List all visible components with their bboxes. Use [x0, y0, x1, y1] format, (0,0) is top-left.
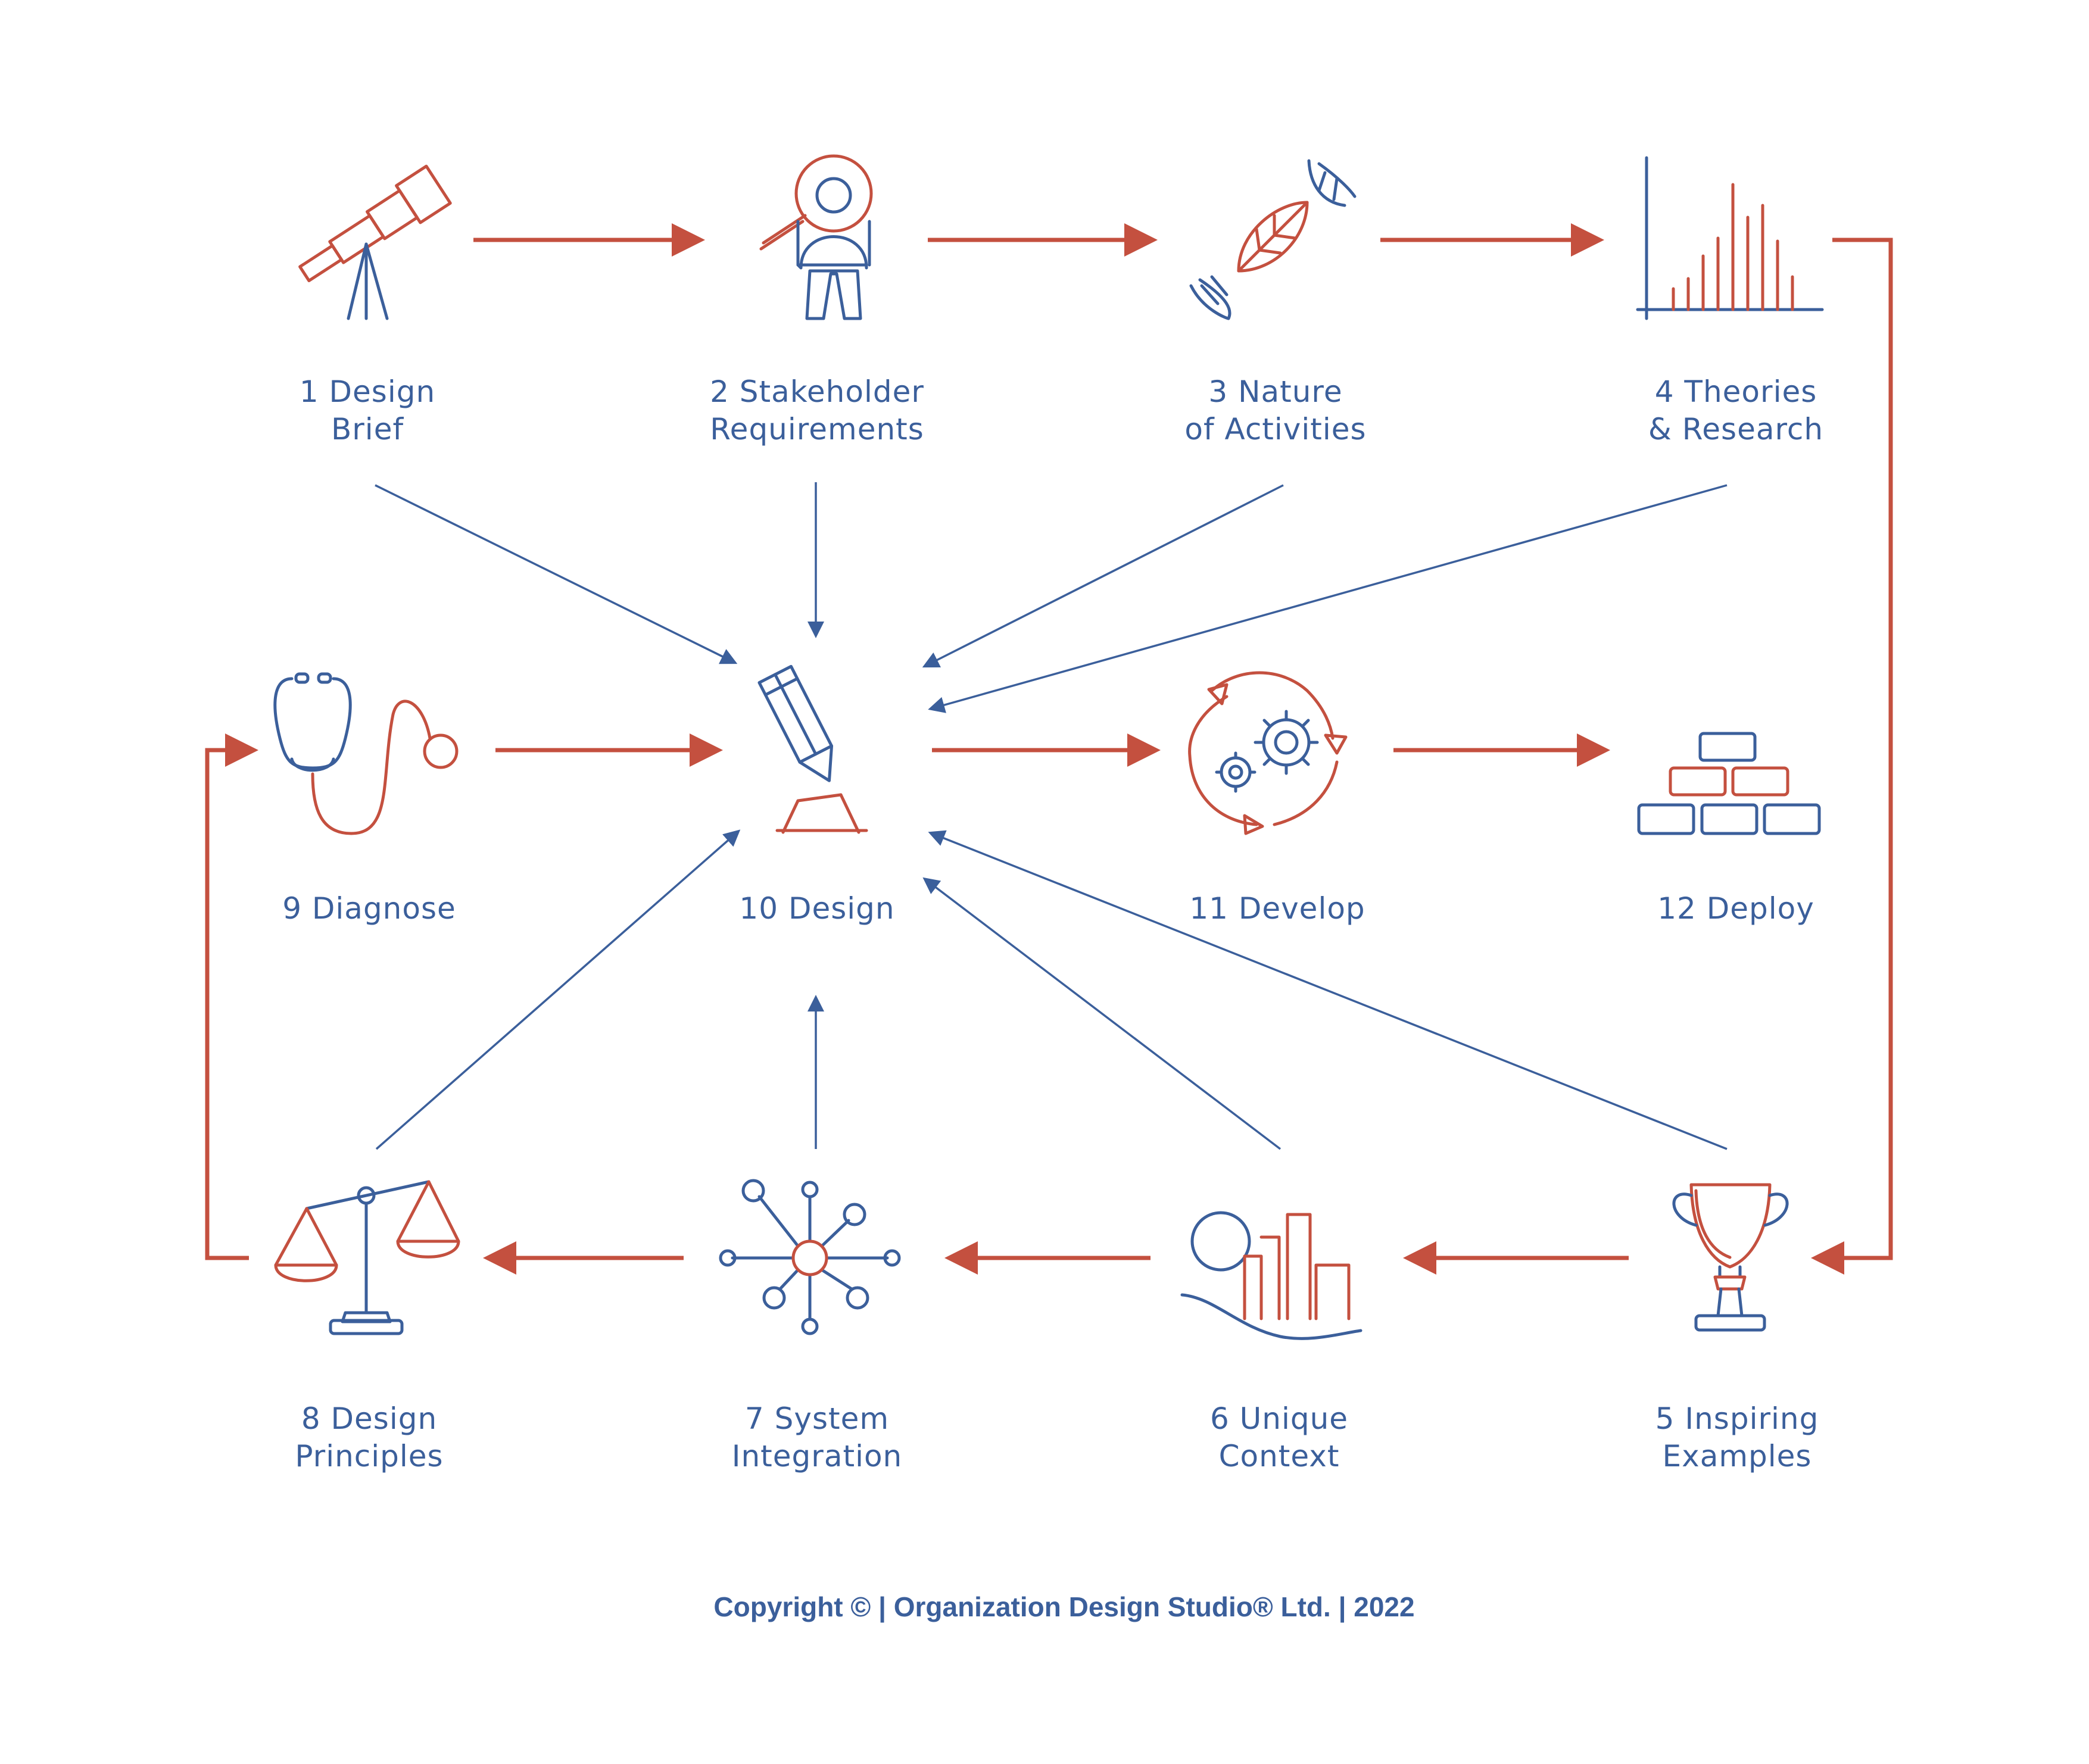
gears-cycle-icon: [1188, 671, 1348, 835]
balance-scale-icon: [274, 1180, 460, 1335]
input-arrow-6: [922, 877, 1282, 1150]
label-n3-line2: of Activities: [1184, 412, 1366, 447]
input-arrow-1: [375, 484, 738, 664]
input-arrow-4: [928, 484, 1728, 713]
label-n8-line2: Principles: [295, 1439, 443, 1473]
label-n7-line1: 7 System: [745, 1401, 889, 1436]
flow-arrow-4-5: [1811, 238, 1893, 1275]
input-arrows: [375, 482, 1728, 1150]
label-n11: 11 Develop: [1189, 891, 1365, 926]
input-arrow-5: [928, 830, 1728, 1150]
label-n6-line2: Context: [1219, 1439, 1340, 1473]
histogram-icon: [1636, 156, 1824, 320]
dna-leaf-icon: [1189, 159, 1357, 320]
skyline-icon: [1180, 1211, 1362, 1340]
label-n5-line1: 5 Inspiring: [1655, 1401, 1819, 1436]
label-n5-line2: Examples: [1663, 1439, 1812, 1473]
label-n7-line2: Integration: [732, 1439, 903, 1473]
flow-arrows: [205, 223, 1893, 1275]
telescope-icon: [298, 164, 452, 320]
label-n3-line1: 3 Nature: [1208, 374, 1342, 409]
copyright-footer: Copyright © | Organization Design Studio…: [713, 1591, 1414, 1622]
stethoscope-icon: [273, 672, 459, 835]
label-n6-line1: 6 Unique: [1210, 1401, 1348, 1436]
trophy-icon: [1672, 1183, 1789, 1332]
label-n1-line2: Brief: [331, 412, 404, 447]
label-n1-line1: 1 Design: [300, 374, 435, 409]
person-magnifier-icon: [759, 154, 873, 320]
stacked-blocks-icon: [1637, 732, 1821, 835]
label-n4-line2: & Research: [1648, 412, 1823, 447]
label-n12: 12 Deploy: [1657, 891, 1814, 926]
input-arrow-3: [922, 484, 1284, 668]
label-n8-line1: 8 Design: [301, 1401, 437, 1436]
input-arrow-8: [375, 829, 741, 1150]
label-n4-line1: 4 Theories: [1655, 374, 1817, 409]
label-n9: 9 Diagnose: [282, 891, 456, 926]
pencil-icon: [757, 664, 868, 834]
node-labels: 1 Design Brief 2 Stakeholder Requirement…: [282, 374, 1823, 1473]
label-n10: 10 Design: [739, 891, 894, 926]
label-n2-line1: 2 Stakeholder: [710, 374, 924, 409]
label-n2-line2: Requirements: [710, 412, 924, 447]
network-hub-icon: [719, 1179, 901, 1335]
flow-arrow-8-9: [205, 733, 258, 1260]
